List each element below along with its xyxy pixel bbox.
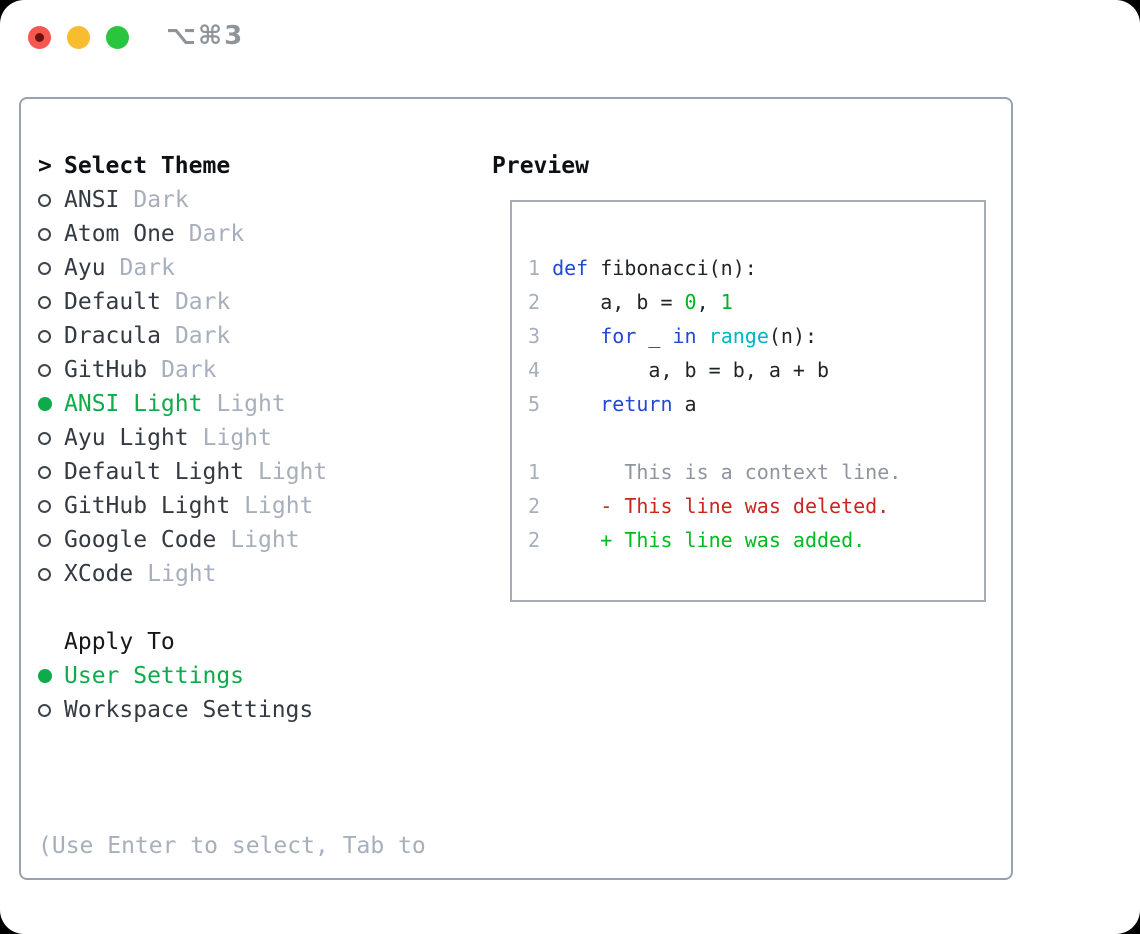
apply-to-header: Apply To [38, 625, 175, 659]
option-label: Atom One [64, 221, 175, 247]
option-label: Ayu [64, 255, 106, 281]
theme-option[interactable]: Default Dark [38, 285, 327, 319]
code-line: 4 a, b = b, a + b [528, 358, 830, 382]
radio-selected-icon [38, 397, 52, 411]
radio-unselected-icon [38, 499, 51, 513]
radio-slot [38, 703, 64, 717]
theme-option[interactable]: Default Light Light [38, 455, 327, 489]
apply-to-option[interactable]: User Settings [38, 659, 313, 693]
code-line: 2 + This line was added. [528, 528, 866, 552]
theme-variant-label: Dark [174, 289, 231, 315]
apply-to-option[interactable]: Workspace Settings [38, 693, 313, 727]
radio-slot [38, 295, 64, 309]
option-label: ANSI [64, 187, 120, 213]
theme-variant-label: Light [202, 425, 272, 451]
window-title-shortcut: ⌥⌘3 [166, 21, 245, 51]
code-line [528, 421, 901, 455]
radio-slot [38, 261, 64, 275]
code-preview: 1 def fibonacci(n): 2 a, b = 0, 1 3 for _ … [528, 251, 901, 557]
select-theme-header: > Select Theme [38, 149, 230, 183]
theme-option[interactable]: Dracula Dark [38, 319, 327, 353]
radio-slot [38, 669, 64, 683]
radio-unselected-icon [38, 329, 51, 343]
theme-option[interactable]: ANSI Light Light [38, 387, 327, 421]
theme-picker-panel [19, 97, 1013, 880]
radio-unselected-icon [38, 295, 51, 309]
radio-unselected-icon [38, 363, 51, 377]
theme-variant-label: Dark [133, 187, 189, 213]
code-line: 1 def fibonacci(n): [528, 256, 757, 280]
radio-unselected-icon [38, 703, 51, 717]
hint-text: (Use Enter to select, Tab to change focu… [38, 761, 426, 934]
radio-slot [38, 465, 64, 479]
radio-slot [38, 431, 64, 445]
theme-option[interactable]: XCode Light [38, 557, 327, 591]
theme-option[interactable]: Ayu Dark [38, 251, 327, 285]
radio-slot [38, 533, 64, 547]
option-label: Default [64, 289, 161, 315]
code-line: 2 a, b = 0, 1 [528, 290, 733, 314]
record-dot-icon [35, 33, 44, 42]
option-label: XCode [64, 561, 134, 587]
minimize-button[interactable] [67, 26, 90, 49]
apply-to-title: Apply To [64, 629, 175, 655]
radio-slot [38, 397, 64, 411]
code-line: 3 for _ in range(n): [528, 324, 818, 348]
radio-selected-icon [38, 669, 52, 683]
radio-slot [38, 567, 64, 581]
option-label: Google Code [64, 527, 217, 553]
radio-slot [38, 329, 64, 343]
theme-variant-label: Light [230, 527, 300, 553]
radio-unselected-icon [38, 431, 51, 445]
option-label: User Settings [64, 663, 245, 689]
theme-variant-label: Dark [188, 221, 245, 247]
code-line: 5 return a [528, 392, 697, 416]
theme-variant-label: Dark [174, 323, 231, 349]
radio-unselected-icon [38, 533, 51, 547]
theme-variant-label: Light [258, 459, 328, 485]
theme-variant-label: Light [147, 561, 217, 587]
theme-option[interactable]: GitHub Light Light [38, 489, 327, 523]
radio-unselected-icon [38, 261, 51, 275]
code-line: 2 - This line was deleted. [528, 494, 890, 518]
option-label: GitHub Light [64, 493, 231, 519]
preview-header: Preview [492, 153, 589, 179]
radio-slot [38, 193, 64, 207]
option-label: ANSI Light [64, 391, 203, 417]
option-label: Dracula [64, 323, 161, 349]
radio-slot [38, 227, 64, 241]
theme-option[interactable]: Ayu Light Light [38, 421, 327, 455]
theme-option[interactable]: Atom One Dark [38, 217, 327, 251]
radio-unselected-icon [38, 567, 51, 581]
option-label: Ayu Light [64, 425, 189, 451]
maximize-button[interactable] [106, 26, 129, 49]
theme-variant-label: Light [244, 493, 314, 519]
radio-slot [38, 363, 64, 377]
theme-option[interactable]: GitHub Dark [38, 353, 327, 387]
theme-variant-label: Dark [161, 357, 217, 383]
theme-option[interactable]: Google Code Light [38, 523, 327, 557]
selection-cursor: > [38, 153, 52, 179]
preview-box [510, 200, 986, 602]
theme-variant-label: Light [216, 391, 286, 417]
option-label: GitHub [64, 357, 148, 383]
radio-unselected-icon [38, 193, 51, 207]
option-label: Default Light [64, 459, 245, 485]
code-line: 1 This is a context line. [528, 460, 902, 484]
close-button[interactable] [28, 26, 51, 49]
option-label: Workspace Settings [64, 697, 314, 723]
theme-variant-label: Dark [119, 255, 175, 281]
select-theme-title: Select Theme [64, 153, 231, 179]
radio-unselected-icon [38, 227, 51, 241]
radio-slot [38, 499, 64, 513]
hint-line-1: (Use Enter to select, Tab to [38, 833, 426, 859]
radio-unselected-icon [38, 465, 51, 479]
theme-option[interactable]: ANSI Dark [38, 183, 327, 217]
